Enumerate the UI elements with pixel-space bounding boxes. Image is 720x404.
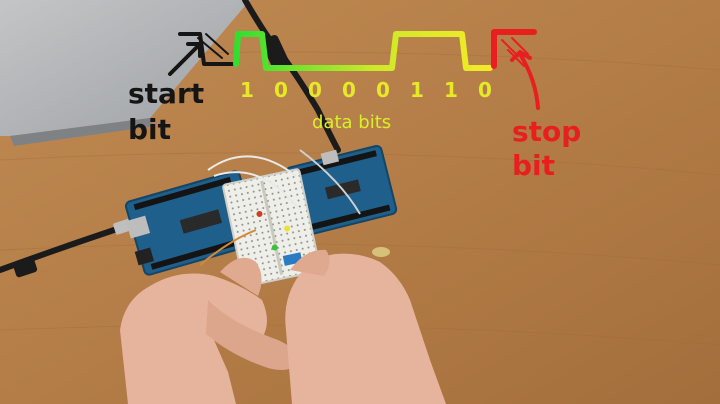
bit-values: 1 0 0 0 0 1 1 0 [236,78,496,102]
bit-6: 1 [444,78,458,102]
data-bits-label: data bits [312,112,392,133]
bit-4: 0 [376,78,390,102]
bit-7: 0 [478,78,492,102]
usb-cable-top-icon [242,0,341,153]
jumper-wires [199,149,361,266]
left-hand-icon [120,257,300,404]
stop-bit-label-line2: bit [512,149,556,182]
bit-3: 0 [342,78,356,102]
bit-0: 1 [240,78,254,102]
start-bit-label: start [128,77,205,110]
right-hand-icon [285,247,446,404]
bit-2: 0 [308,78,322,102]
bit-5: 1 [410,78,424,102]
stop-arrow-icon [510,50,540,110]
bit-1: 0 [274,78,288,102]
start-bit-label-line2: bit [128,113,172,146]
stop-bit-label: stop [512,115,582,148]
start-arrow-icon [168,42,202,76]
breadboard-icon [222,168,322,288]
